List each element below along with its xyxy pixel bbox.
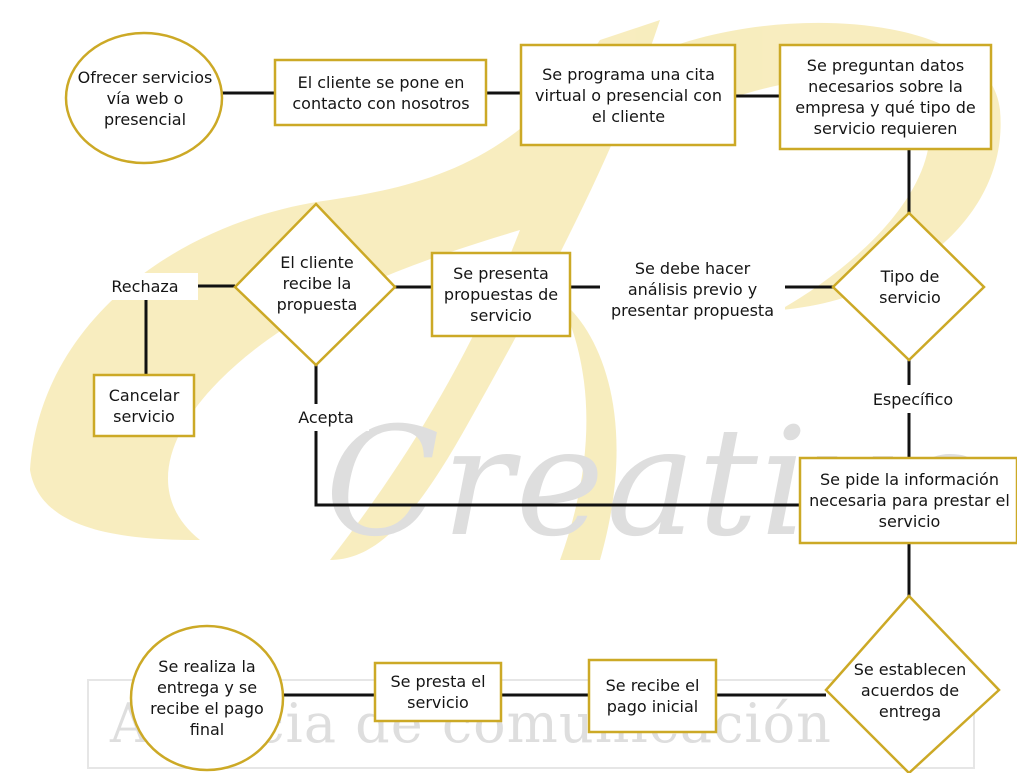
box-cita <box>519 43 737 147</box>
node-acuerdos: Se establecen acuerdos de entrega <box>853 659 967 721</box>
edge-label-acepta: Acepta <box>283 404 369 431</box>
box-pide-info <box>798 456 1017 545</box>
node-entrega: Se realiza la entrega y se recibe el pag… <box>150 657 264 739</box>
edge-label-rechaza: Rechaza <box>92 273 198 300</box>
node-contacto: El cliente se pone en contacto con nosot… <box>292 72 470 113</box>
node-datos: Se preguntan datos necesarios sobre la e… <box>795 56 976 138</box>
node-pide-info: Se pide la información necesaria para pr… <box>809 470 1010 531</box>
node-presta: Se presta el servicio <box>390 672 486 712</box>
node-analisis: Se debe hacer análisis previo y presenta… <box>600 255 785 324</box>
box-presta <box>373 661 503 723</box>
node-tipo: Tipo de servicio <box>879 267 941 307</box>
node-cita: Se programa una cita virtual o presencia… <box>535 64 722 126</box>
circle-entrega <box>129 624 285 772</box>
diamond-acuerdos <box>824 594 1001 773</box>
node-pago-inicial: Se recibe el pago inicial <box>605 676 700 716</box>
node-ofrecer: Ofrecer servicios vía web o presencial <box>77 67 213 129</box>
edge-recibe-pide-info <box>314 365 800 507</box>
box-contacto <box>273 58 488 127</box>
box-presenta <box>430 251 572 338</box>
edge-label-especifico: Específico <box>862 386 964 413</box>
node-presenta: Se presenta propuestas de servicio <box>443 264 559 325</box>
node-shapes <box>64 31 1017 773</box>
circle-ofrecer <box>64 31 224 165</box>
connector-lines <box>144 91 911 697</box>
node-cancelar: Cancelar servicio <box>108 385 180 426</box>
diamond-recibe-propuesta <box>233 202 397 367</box>
box-pago-inicial <box>587 658 718 734</box>
node-recibe-propuesta: El cliente recibe la propuesta <box>276 252 358 314</box>
box-cancelar <box>92 373 196 438</box>
diamond-tipo <box>831 211 986 362</box>
watermark-bottom-frame <box>87 679 975 769</box>
box-datos <box>778 43 993 151</box>
